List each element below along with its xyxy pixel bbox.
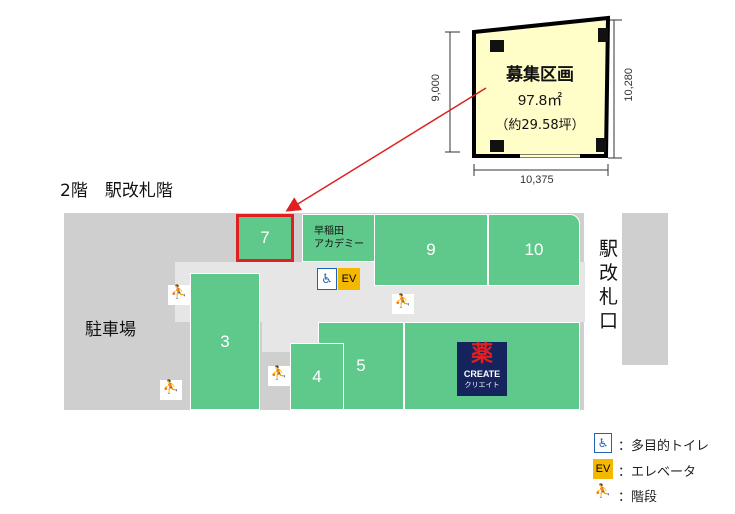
unit-9[interactable]: 9 [374,214,488,286]
recruit-plan [445,15,622,176]
stairs-icon: ⛹ [160,380,182,400]
unit-7[interactable]: 7 [236,214,294,262]
dim-bottom: 10,375 [520,174,554,186]
legend-stairs: ：階段 [618,490,658,505]
legend-ev-icon: EV [593,459,613,479]
waseda-line2: アカデミー [314,239,364,250]
legend-stairs-icon: ⛹ [594,484,612,499]
create-logo: 薬 CREATE クリエイト [457,342,507,396]
stairs-icon: ⛹ [268,366,290,386]
legend-toilet: ：多目的トイレ [618,439,710,454]
create-logo-kanji: 薬 [457,342,507,368]
unit-10-number: 10 [524,240,544,259]
recruit-area: 97.8㎡ [517,92,563,109]
unit-4-front-number: 4 [312,366,322,386]
recruit-tsubo: （約29.58坪） [495,118,585,133]
legend-toilet-icon: ♿ [594,433,612,453]
unit-10[interactable]: 10 [488,214,580,286]
unit-3-number: 3 [220,331,230,351]
unit-3[interactable]: 3 [190,273,260,410]
unit-4-front: 4 [290,343,344,410]
waseda-line1: 早稲田 [314,226,344,237]
toilet-icon: ♿ [317,268,337,290]
stairs-icon: ⛹ [168,285,190,305]
parking-label: 駐車場 [85,320,136,340]
unit-waseda[interactable]: 早稲田 アカデミー [302,214,376,262]
unit-9-number: 9 [426,240,436,259]
create-logo-en: CREATE [463,369,501,379]
floor-title: 2階 駅改札階 [60,181,173,201]
gate-block [622,213,668,365]
create-logo-kana: クリエイト [464,381,500,389]
legend-ev: ：エレベータ [618,465,697,480]
gate-label: 駅改札口 [599,238,619,332]
unit-5-number: 5 [356,356,366,375]
stairs-icon: ⛹ [392,294,414,314]
recruit-label: 募集区画 97.8㎡ （約29.58坪） [490,60,590,133]
ev-icon: EV [338,268,360,290]
recruit-title: 募集区画 [506,65,574,85]
unit-7-number: 7 [260,228,270,247]
